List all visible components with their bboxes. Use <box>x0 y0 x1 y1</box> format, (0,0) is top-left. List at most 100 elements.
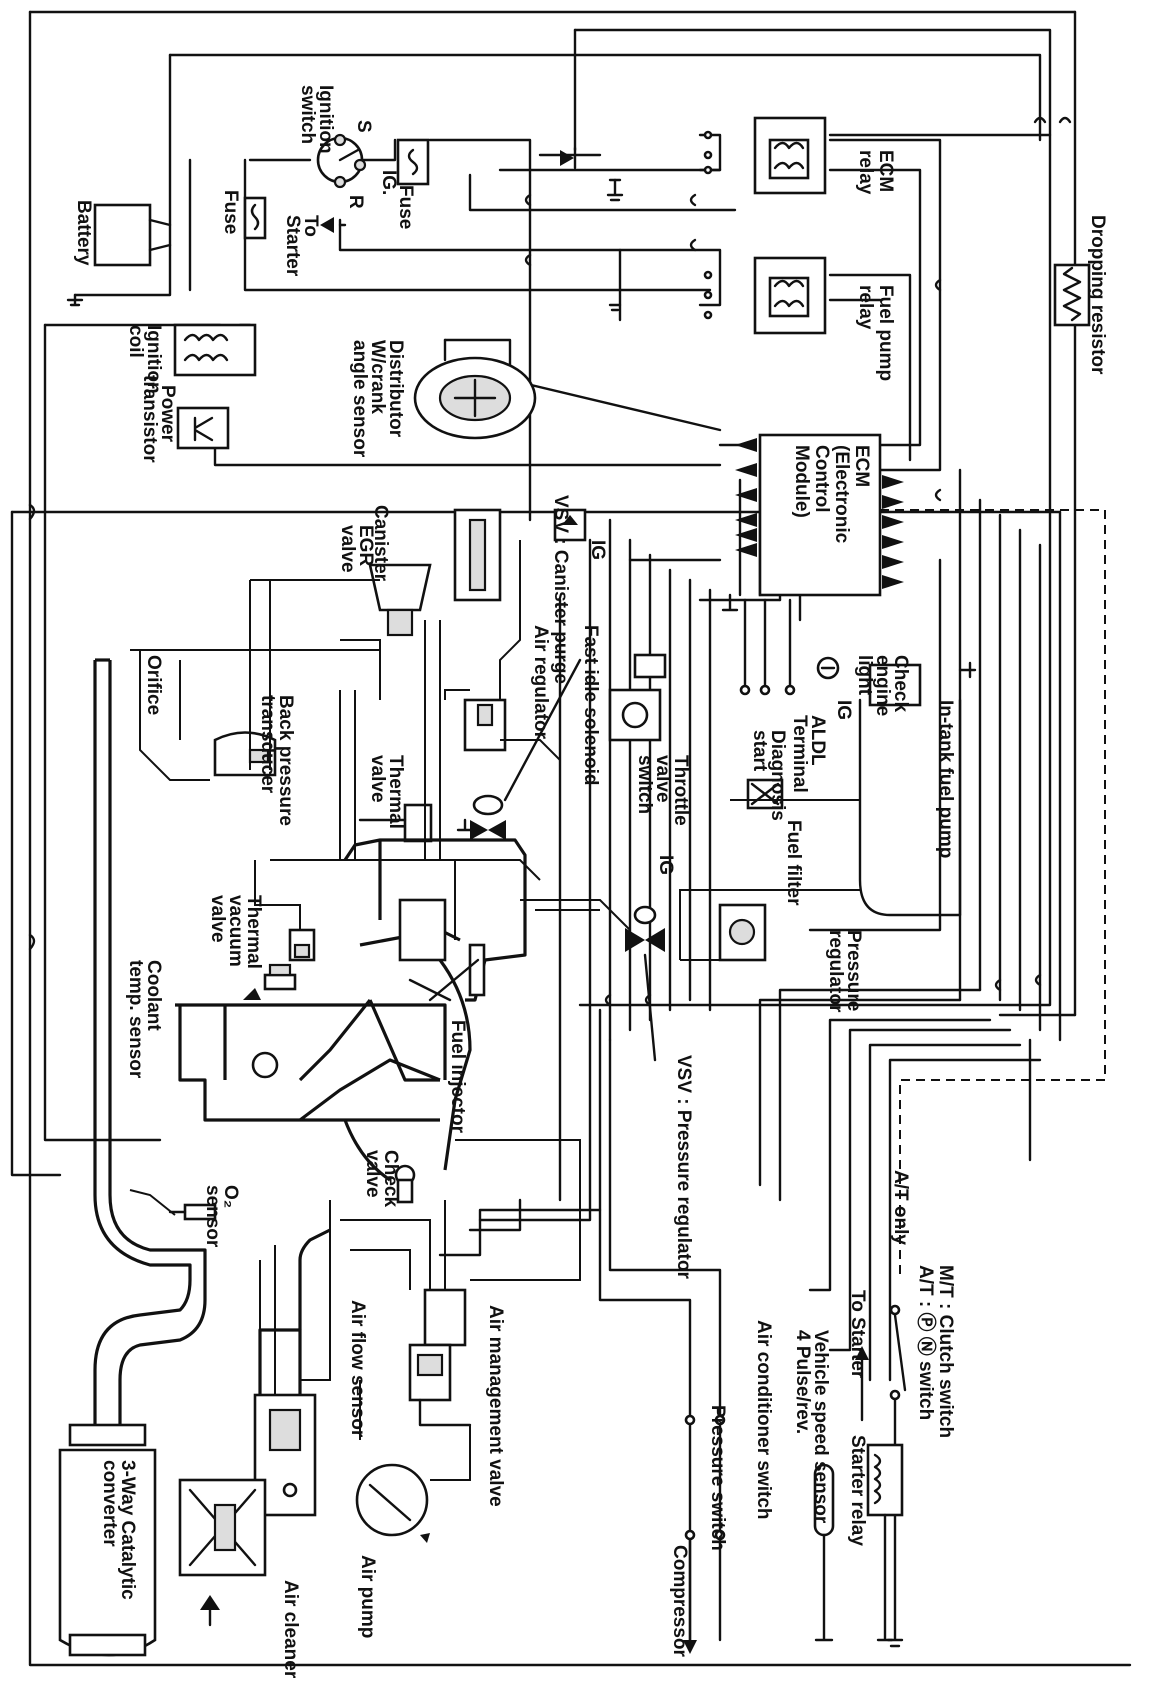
distributor <box>413 338 537 440</box>
throttle-valve-switch-label-3: switch <box>634 755 655 814</box>
to-starter-top-label-2: Starter <box>282 215 303 277</box>
check-valve-label-1: Check <box>380 1150 401 1207</box>
throttle-valve-switch-label-1: Throttle <box>670 755 691 826</box>
ac-switch <box>683 1414 726 1654</box>
ignition-coil-label-2: coil <box>125 325 146 358</box>
ecm-relay <box>703 116 827 195</box>
ignition-switch-label-1: Ignition <box>315 85 336 154</box>
ignition-switch <box>316 133 367 189</box>
vehicle-speed-sensor <box>813 1463 835 1642</box>
ecm-label-3: Control <box>811 445 832 513</box>
ecm-relay-label-1: ECM <box>875 150 896 192</box>
compressor-label: Compressor <box>669 1545 690 1658</box>
thermal-valve-label-1: Thermal <box>385 755 406 829</box>
air-cleaner-label: Air cleaner <box>280 1580 301 1679</box>
thermal-vacuum-valve-label-1: Thermal <box>243 895 264 969</box>
ecm-label-1: ECM <box>851 445 872 487</box>
aldl-label-2: Terminal <box>789 715 810 793</box>
ig-label-1: IG <box>587 540 608 560</box>
starter-relay-symbol <box>866 1443 904 1642</box>
ignition-ig-label: IG. <box>378 170 399 195</box>
check-valve <box>394 1164 416 1204</box>
fuel-injector <box>428 943 486 1002</box>
ignition-r-label: R <box>345 195 366 209</box>
coolant-sensor-label-1: Coolant <box>143 960 164 1031</box>
distributor-label-3: angle sensor <box>349 340 370 458</box>
canister <box>453 508 502 602</box>
air-pump <box>355 1463 430 1543</box>
aldl-terminal <box>739 598 796 696</box>
air-cleaner <box>178 1478 267 1627</box>
air-flow-sensor <box>253 1393 317 1517</box>
air-regulator <box>463 698 507 752</box>
ecm-relay-label-2: relay <box>855 150 876 195</box>
catalytic-converter-label-2: converter <box>99 1460 120 1547</box>
ecm-module <box>735 433 904 597</box>
fuel-filter-label: Fuel filter <box>783 820 804 906</box>
ecm-label-2: (Electronic <box>831 445 852 544</box>
vsv-canister-purge <box>553 508 587 542</box>
ecm-label-4: Module) <box>791 445 812 518</box>
ignition-switch-label-2: switch <box>297 85 318 144</box>
coolant-temp-sensor <box>243 963 297 1000</box>
thermal-vacuum-valve-label-2: vacuum <box>225 895 246 967</box>
pressure-regulator-label-2: regulator <box>825 930 846 1013</box>
check-engine-light-label-2: engine <box>872 655 893 716</box>
power-transistor-label-1: Power <box>157 385 178 443</box>
intake-duct <box>258 1228 331 1395</box>
fuel-pump-relay-label-1: Fuel pump <box>875 285 896 381</box>
fuel-pump-relay <box>703 256 827 335</box>
fast-idle-solenoid-label: Fast idle solenoid <box>580 625 601 785</box>
back-pressure-transducer <box>213 731 277 777</box>
exhaust-pipes <box>93 658 207 1425</box>
catalytic-converter <box>58 1423 157 1657</box>
at-only-label: A/T only <box>890 1170 911 1245</box>
air-flow-sensor-label: Air flow sensor <box>347 1300 368 1438</box>
pressure-switch-label: Pressure switch <box>707 1405 728 1551</box>
starter-arrow-bottom <box>855 1346 869 1422</box>
vsv-pressure-regulator <box>625 905 665 1062</box>
vss-label-1: Vehicle speed sensor <box>810 1330 831 1524</box>
air-management-valve-label: Air management valve <box>485 1305 506 1507</box>
thermal-valve <box>358 803 433 843</box>
vacuum-hoses <box>129 540 860 1481</box>
ignition-coil <box>173 323 257 377</box>
back-pressure-transducer-label-2: transducer <box>257 695 278 794</box>
to-starter-top-label-1: To <box>300 215 321 237</box>
at-only-dashed-line <box>835 509 1106 1280</box>
canister-label: Canister <box>370 505 391 582</box>
vsv-pressure-regulator-label: VSV : Pressure regulator <box>673 1055 694 1279</box>
fuse-upper <box>396 138 430 186</box>
thermal-vacuum-valve-label-3: valve <box>207 895 228 943</box>
engine-assembly <box>175 838 527 1182</box>
throttle-valve-switch <box>608 653 667 742</box>
ignition-coil-label-1: Ignition <box>143 325 164 394</box>
clutch-switch <box>886 1304 907 1648</box>
thermal-valve-label-2: valve <box>367 755 388 803</box>
ground-symbols <box>456 178 977 832</box>
fuel-injector-label: Fuel injector <box>447 1020 468 1134</box>
pressure-regulator <box>718 903 767 962</box>
ignition-s-label: S <box>353 120 374 133</box>
vss-label-2: 4 Pulse/rev. <box>792 1330 813 1434</box>
thermal-vacuum-valve <box>288 928 316 962</box>
fast-idle-solenoid <box>470 658 582 840</box>
check-engine-light-label-3: light <box>854 655 875 696</box>
labels: Dropping resistor ECM relay Fuel pump re… <box>73 85 1108 1679</box>
ecm-connectors-left <box>735 438 757 557</box>
diode-symbol <box>560 146 577 170</box>
o2-sensor-label-1: O₂ <box>220 1185 241 1208</box>
distributor-label-1: Distributor <box>385 340 406 438</box>
catalytic-converter-label-1: 3-Way Catalytic <box>117 1460 138 1600</box>
vsv-canister-purge-label: VSV : Canister purge <box>550 495 571 684</box>
power-transistor <box>176 406 230 450</box>
egr-valve-label-1: EGR <box>355 525 376 566</box>
orifice-label: Orifice <box>143 655 164 715</box>
o2-sensor-label-2: sensor <box>202 1185 223 1248</box>
fuse-upper-label: Fuse <box>395 185 416 229</box>
distributor-label-2: W/crank <box>367 340 388 414</box>
egr-valve-label-2: valve <box>337 525 358 573</box>
pressure-regulator-label-1: Pressure <box>843 930 864 1011</box>
air-conditioner-switch-label: Air conditioner switch <box>753 1320 774 1520</box>
